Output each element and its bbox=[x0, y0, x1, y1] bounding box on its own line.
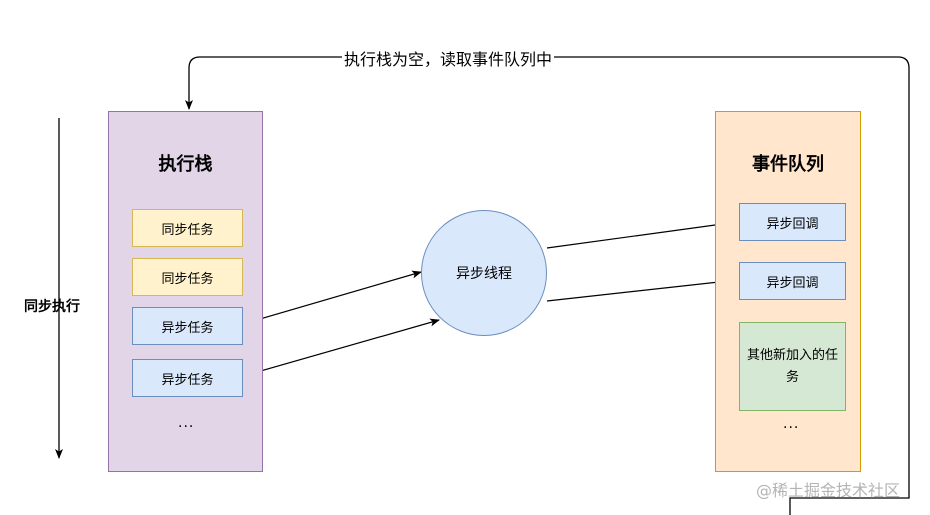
async-thread-node: 异步线程 bbox=[421, 210, 547, 336]
loop-arrow bbox=[185, 56, 910, 515]
loop-label: 执行栈为空，读取事件队列中 bbox=[342, 46, 555, 70]
callback-1: 异步回调 bbox=[739, 203, 846, 241]
queue-ellipsis: ... bbox=[783, 416, 800, 432]
async-task-2: 异步任务 bbox=[132, 359, 243, 397]
callback-2: 异步回调 bbox=[739, 262, 846, 300]
sync-task-2: 同步任务 bbox=[132, 258, 243, 296]
event-queue-title: 事件队列 bbox=[752, 154, 824, 175]
execution-stack-title: 执行栈 bbox=[158, 154, 213, 175]
async-task-1: 异步任务 bbox=[132, 307, 243, 345]
watermark: @稀土掘金技术社区 bbox=[756, 481, 901, 500]
async-task-2-arrow bbox=[242, 318, 440, 377]
callback-1-arrow bbox=[546, 219, 738, 249]
other-new-task: 其他新加入的任务 bbox=[739, 322, 846, 411]
callback-2-arrow bbox=[546, 277, 738, 302]
stack-ellipsis: ... bbox=[178, 415, 195, 431]
sync-exec-label: 同步执行 bbox=[24, 299, 80, 315]
async-task-1-arrow bbox=[242, 270, 422, 325]
sync-task-1: 同步任务 bbox=[132, 209, 243, 247]
